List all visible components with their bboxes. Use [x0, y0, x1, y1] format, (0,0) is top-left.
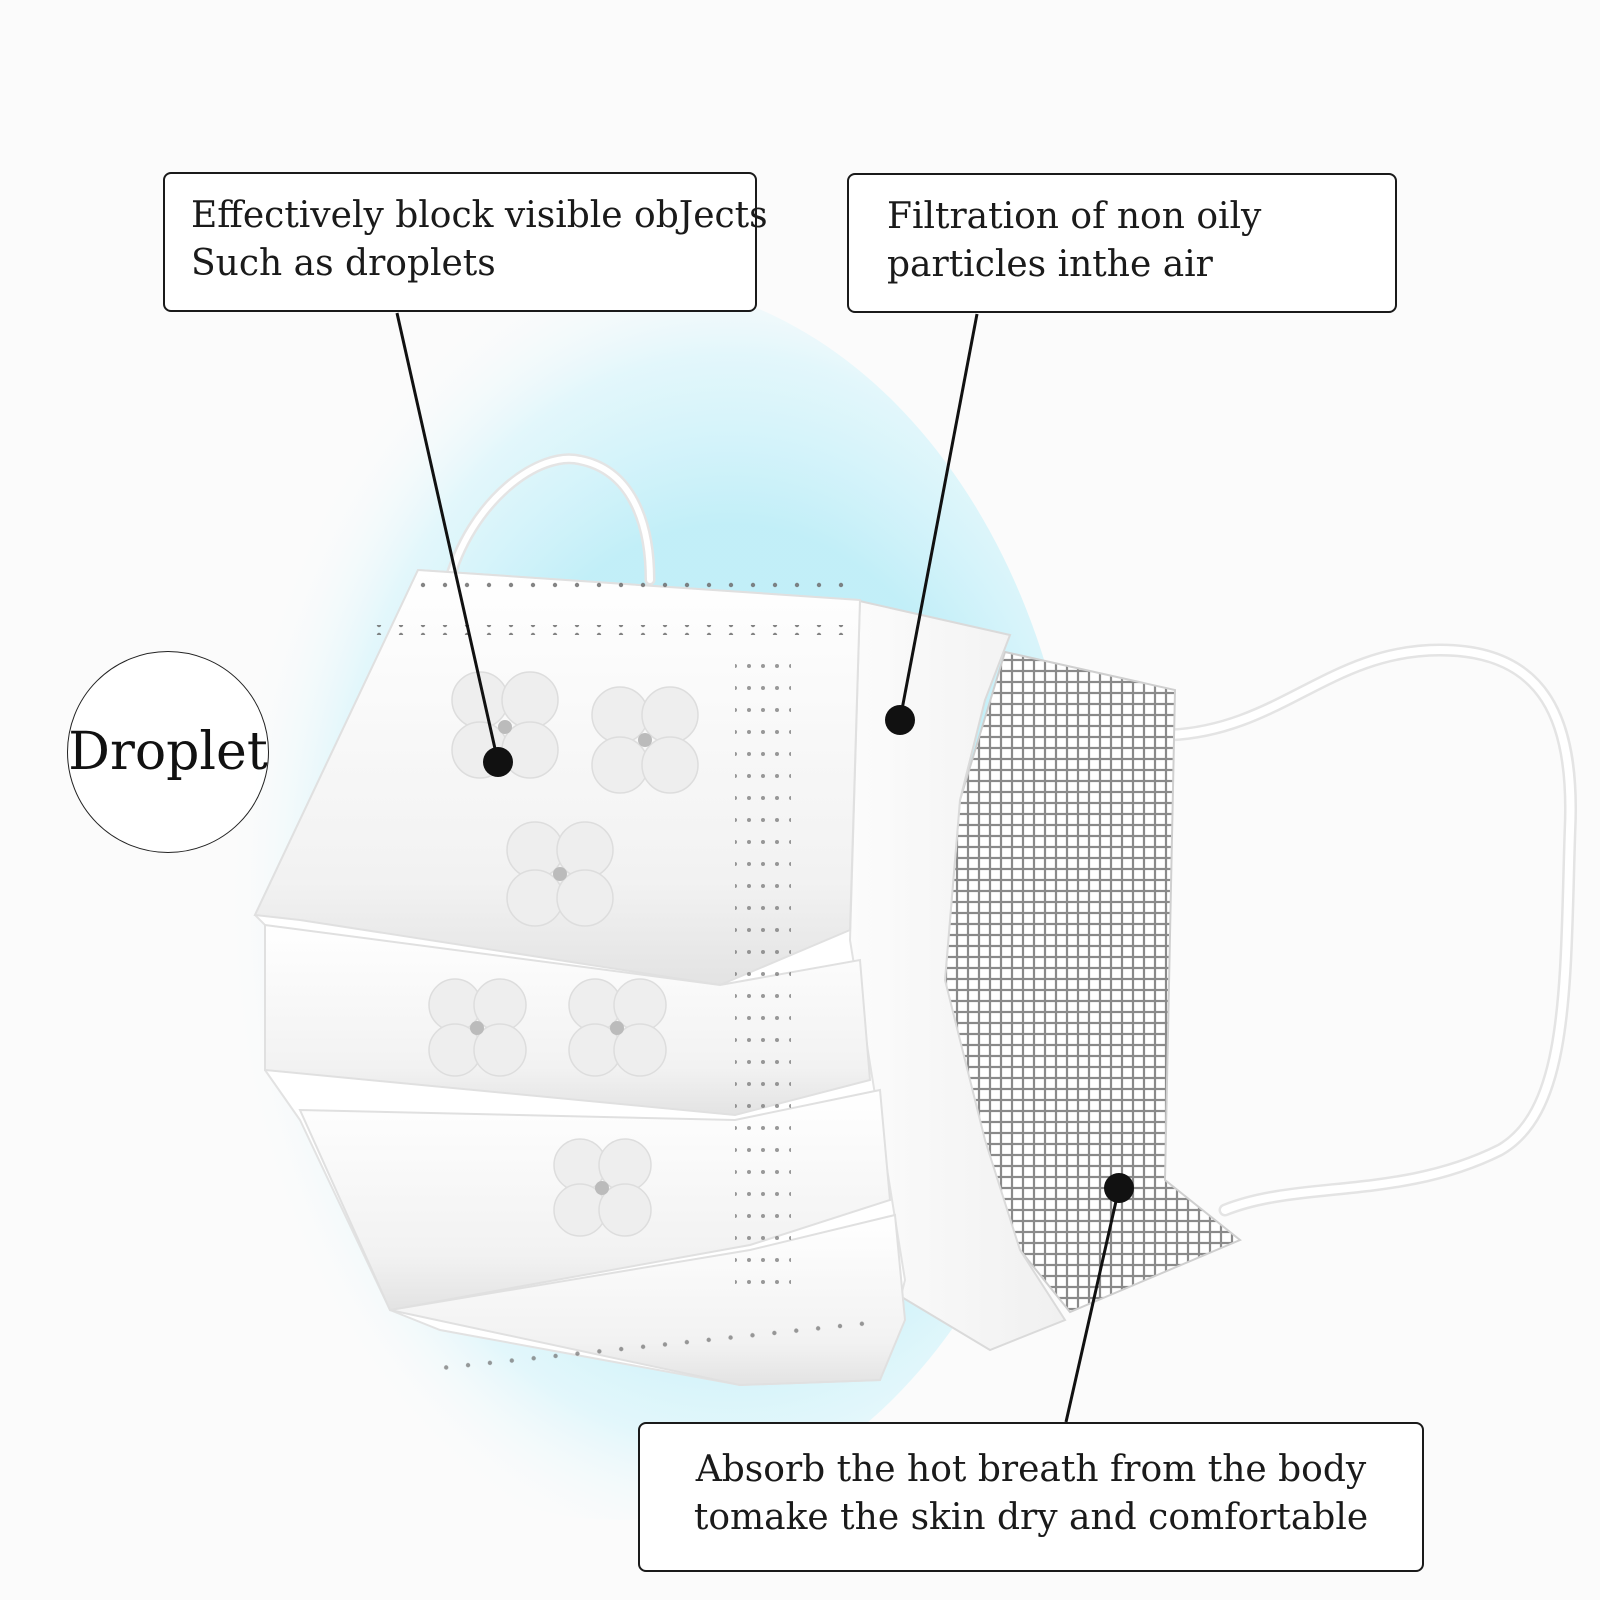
callout-inner-line-1: Absorb the hot breath from the body — [695, 1449, 1367, 1490]
seam-dots-vertical — [735, 660, 791, 1300]
callout-filtration-layer: Filtration of non oily particles inthe a… — [847, 173, 1397, 313]
seam-dots-top-2 — [375, 625, 845, 635]
flower-emboss-1 — [451, 671, 559, 779]
callout-inner-layer: Absorb the hot breath from the body toma… — [638, 1422, 1424, 1572]
leader-line-middle — [898, 313, 979, 721]
droplet-label: Droplet — [68, 722, 268, 782]
pleat-2 — [264, 923, 872, 1117]
flower-emboss-6 — [553, 1138, 652, 1237]
leader-line-inner — [1064, 1187, 1121, 1423]
callout-outer-line-1: Effectively block visible obJects — [191, 195, 768, 236]
marker-inner-layer — [1104, 1173, 1134, 1203]
callout-outer-layer: Effectively block visible obJects Such a… — [163, 172, 768, 312]
callout-inner-line-2: tomake the skin dry and comfortable — [693, 1497, 1369, 1538]
flower-emboss-5 — [568, 978, 667, 1077]
ear-loop-right — [1163, 643, 1578, 1217]
flower-emboss-2 — [591, 686, 699, 794]
marker-filtration-layer — [885, 705, 915, 735]
flower-emboss-3 — [506, 821, 614, 927]
seam-dots-top — [410, 578, 850, 588]
callout-outer-line-2: Such as droplets — [191, 243, 496, 284]
flower-emboss-4 — [428, 978, 527, 1077]
callout-filtration-line-2: particles inthe air — [887, 244, 1213, 285]
callout-filtration-line-1: Filtration of non oily — [887, 196, 1262, 237]
seam-dots-bottom — [440, 1317, 880, 1373]
marker-outer-layer — [483, 747, 513, 777]
droplet-label-circle: Droplet — [67, 651, 269, 853]
leader-line-outer — [395, 312, 500, 763]
